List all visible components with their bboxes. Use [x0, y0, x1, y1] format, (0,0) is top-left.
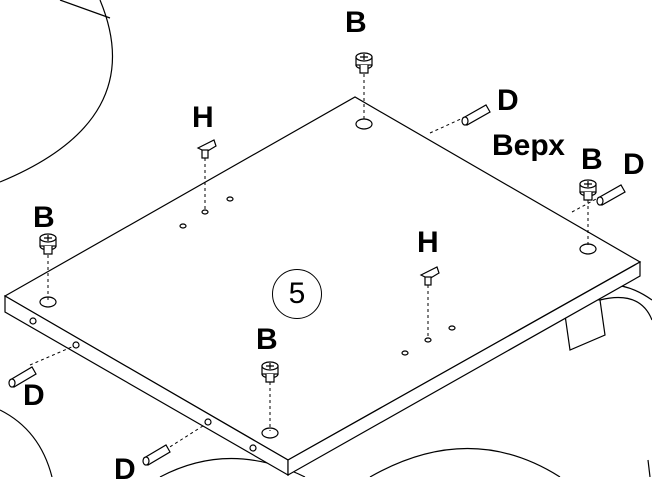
shelf-support-label: H — [192, 101, 214, 134]
board-right-edge — [287, 260, 641, 477]
shelf-support-icon — [196, 139, 217, 159]
dowel-icon — [596, 184, 626, 206]
cam-lock-icon — [579, 179, 597, 201]
dowel-icon — [461, 104, 491, 126]
cam-hole — [261, 427, 279, 439]
edge-hole — [72, 341, 80, 349]
guide-line — [29, 345, 75, 366]
cam-lock-label: B — [581, 143, 603, 176]
edge-hole — [249, 444, 257, 452]
cam-lock-label: B — [256, 323, 278, 356]
guide-line — [571, 197, 599, 213]
support-hole — [401, 350, 409, 356]
cam-lock-label: B — [345, 6, 367, 39]
support-hole — [424, 337, 432, 343]
cam-lock-icon — [39, 233, 57, 255]
background-arc-bottom-left — [0, 409, 53, 477]
support-hole — [179, 223, 187, 229]
detail-callout-arc — [0, 0, 114, 183]
dowel-label: D — [497, 84, 519, 117]
shelf-support-label: H — [417, 226, 439, 259]
dowel-icon — [8, 366, 37, 388]
guide-line — [429, 117, 464, 134]
support-hole — [201, 209, 209, 215]
dowel-label: D — [623, 148, 645, 181]
edge-hole — [29, 317, 37, 325]
support-hole — [226, 196, 234, 202]
background-arc-bottom-right — [369, 448, 561, 477]
shelf-support-icon — [419, 266, 440, 286]
cam-lock-label: B — [33, 201, 55, 234]
step-number: 5 — [272, 269, 322, 319]
cam-lock-icon — [355, 52, 373, 74]
background-corner-mark — [647, 459, 651, 477]
detail-callout-line — [59, 0, 111, 19]
dowel-icon — [142, 444, 171, 466]
cam-lock-icon — [261, 361, 279, 383]
edge-hole — [204, 418, 212, 426]
support-hole — [448, 325, 456, 331]
background-arc-right-2 — [599, 296, 652, 321]
guide-line — [164, 423, 207, 451]
dowel-label: D — [114, 453, 136, 486]
dowel-label: D — [23, 379, 45, 412]
top-side-label: Верх — [492, 129, 565, 162]
